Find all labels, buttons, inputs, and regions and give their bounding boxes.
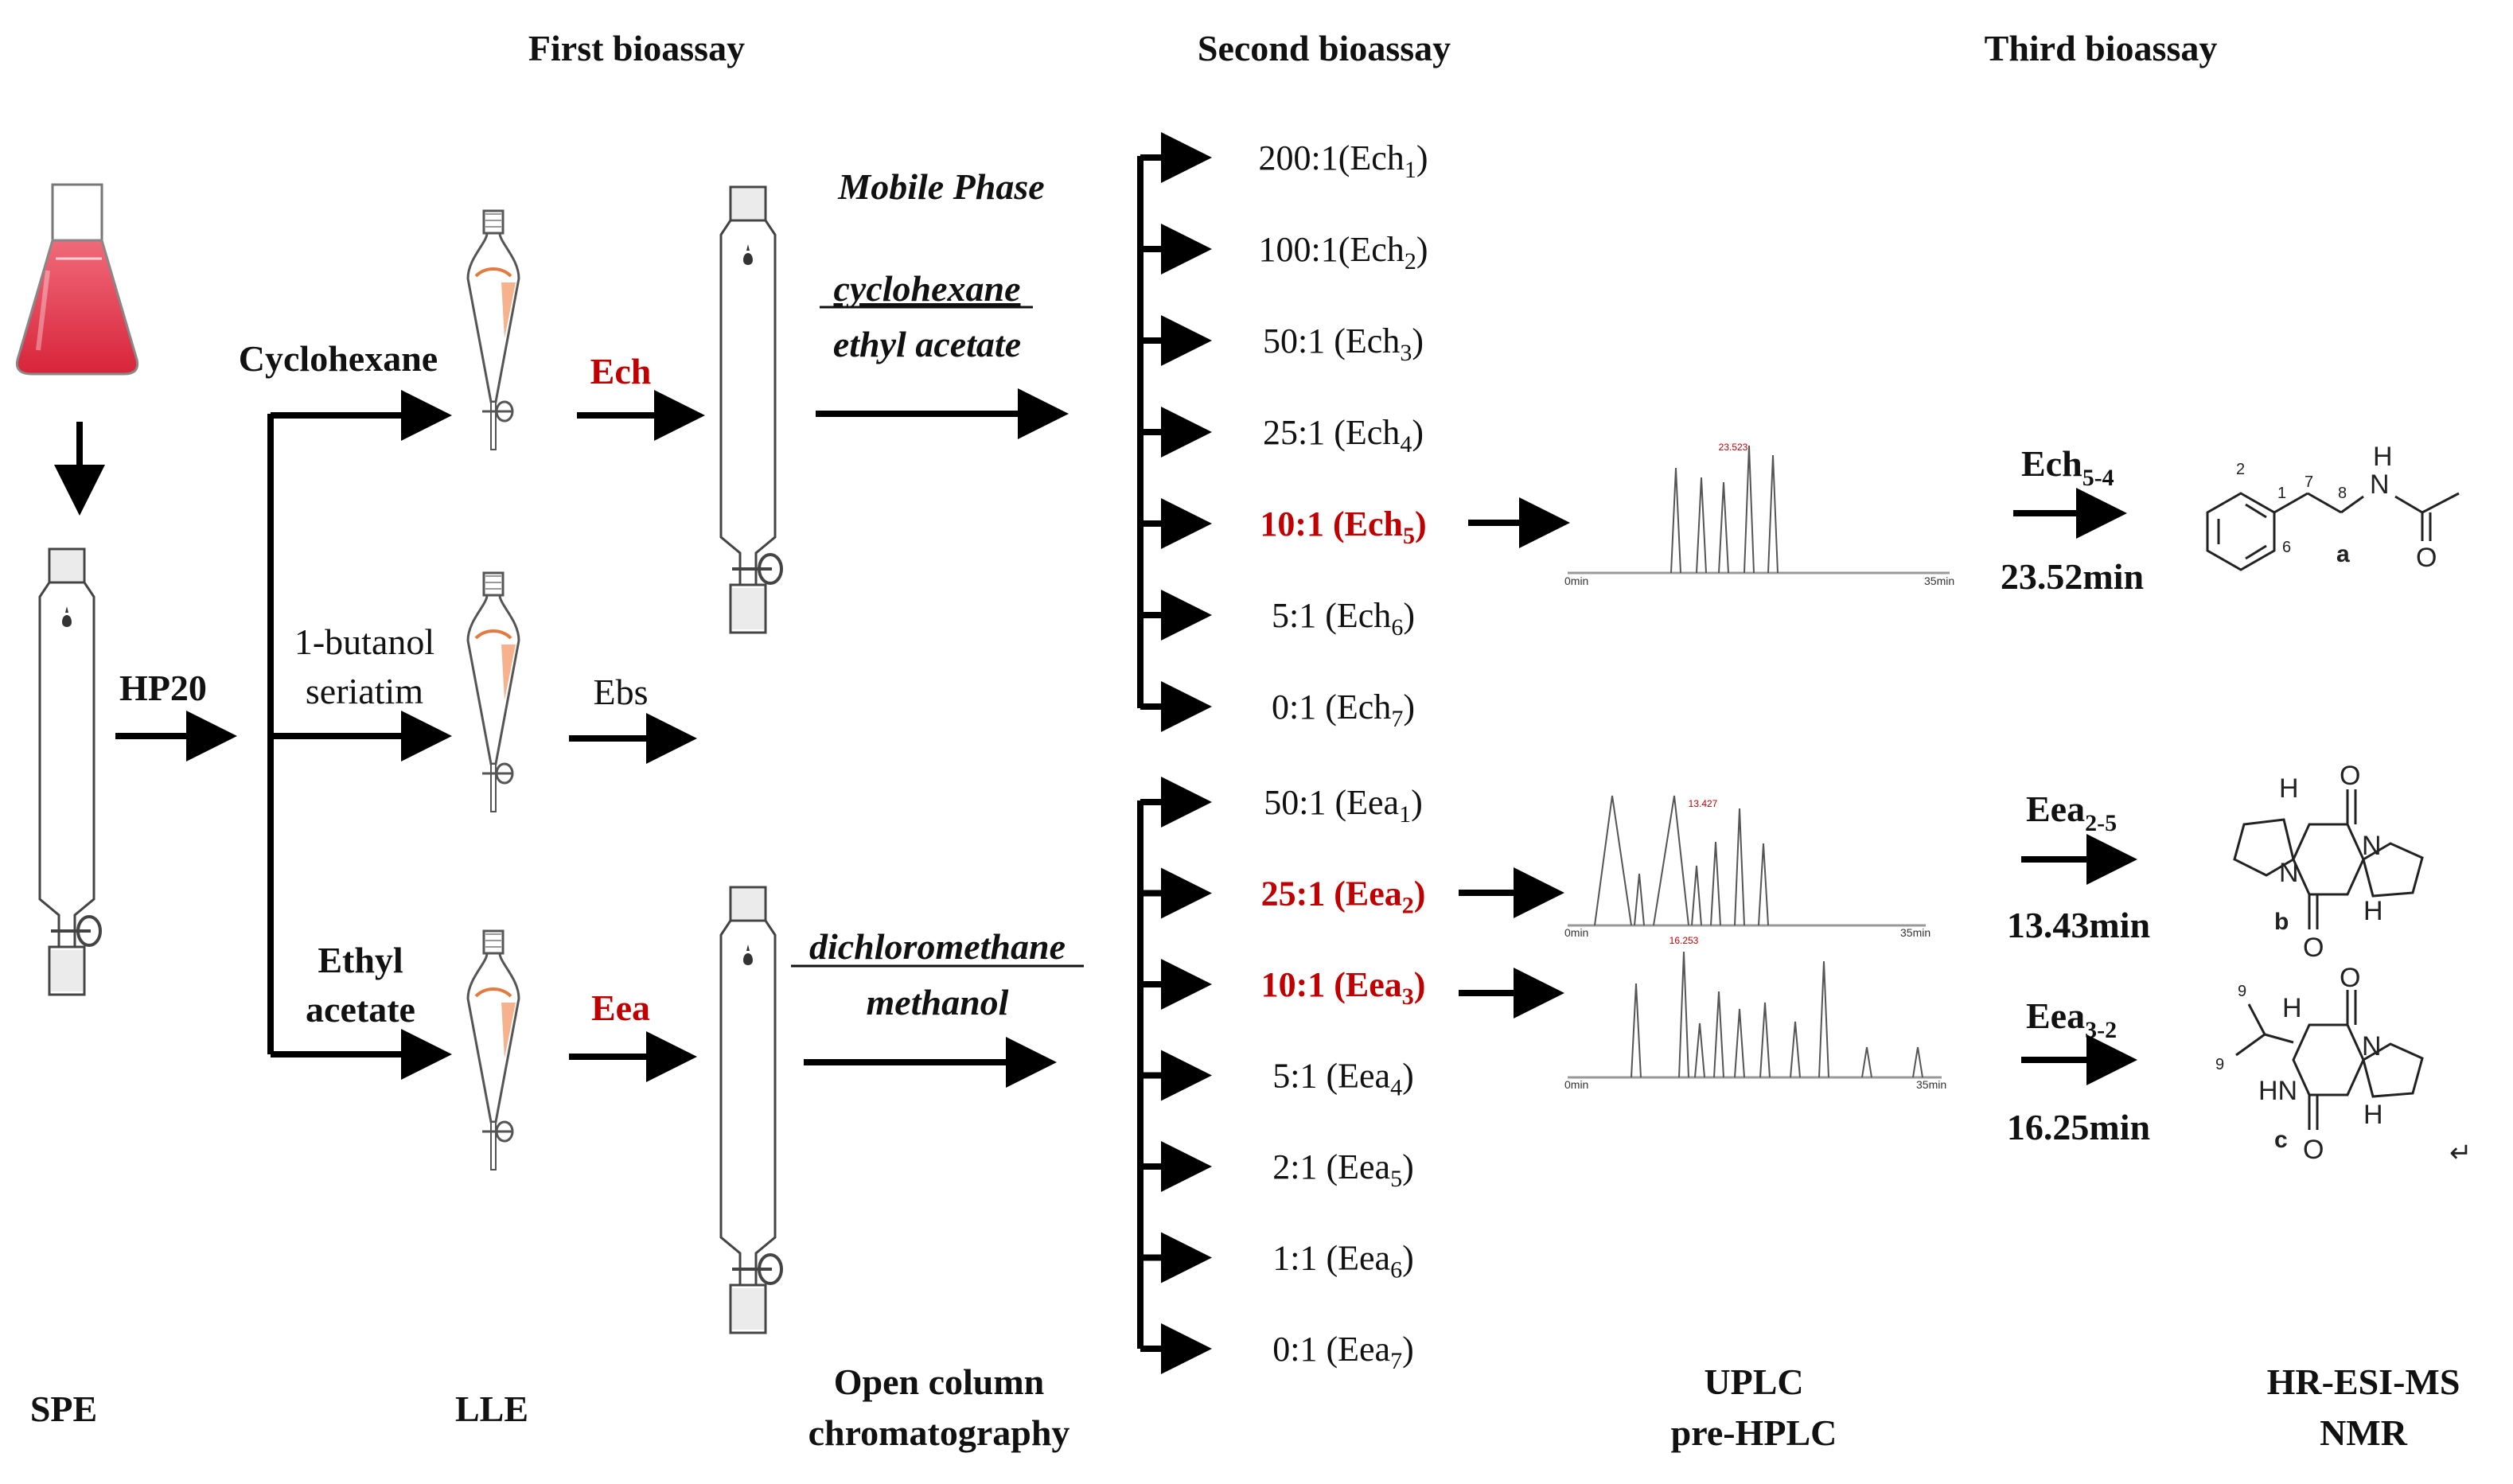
separatory-funnel-icon: [466, 929, 520, 1171]
compound-c-label: Eea3-2 16.25min: [2007, 995, 2150, 1147]
ech-fraction-list: 200:1(Ech1) 100:1(Ech2) 50:1 (Ech3) 25:1 (E…: [1140, 132, 1428, 732]
svg-text:Eea3-2: Eea3-2: [2026, 995, 2117, 1043]
fraction-label: 100:1(Ech2): [1259, 230, 1428, 275]
structure-c-label: c: [2274, 1127, 2288, 1153]
extract-ebs: Ebs: [594, 672, 649, 712]
fraction-label: 10:1 (Ech5): [1260, 504, 1426, 549]
atom-o: O: [2303, 933, 2324, 963]
chromatogram-end-label: 35min: [1900, 926, 1931, 939]
fraction-label: 200:1(Ech1): [1259, 138, 1428, 183]
return-mark: ↵: [2449, 1138, 2472, 1168]
atom-o: O: [2340, 963, 2360, 993]
step-uplc-line2: pre-HPLC: [1671, 1412, 1837, 1453]
atom-h: H: [2279, 773, 2299, 804]
chromatogram-end-label: 35min: [1924, 575, 1954, 587]
fraction-label: 5:1 (Ech6): [1272, 596, 1415, 641]
fraction-label: 1:1 (Eea6): [1272, 1239, 1413, 1283]
svg-text:7: 7: [2305, 473, 2313, 491]
open-column-icon: [719, 185, 783, 634]
spe-column-icon: [38, 547, 102, 996]
open-column-icon: [719, 886, 783, 1334]
solvent-butanol-line1: 1-butanol: [294, 621, 434, 662]
chromatogram-start-label: 0min: [1564, 1078, 1588, 1091]
resin-label: HP20: [119, 668, 207, 708]
chromatogram-ech5: 23.523 0min 35min: [1564, 442, 1954, 587]
svg-text:1: 1: [2277, 485, 2286, 502]
erlenmeyer-flask-icon: [15, 183, 139, 376]
step-spe: SPE: [30, 1389, 97, 1429]
structure-a-label: a: [2336, 541, 2350, 567]
eea-fraction-list: 50:1 (Eea1) 25:1 (Eea2) 10:1 (Eea3) 5:1 (Ee…: [1140, 777, 1426, 1374]
fraction-label: 5:1 (Eea4): [1272, 1057, 1413, 1101]
fraction-label: 2:1 (Eea5): [1272, 1147, 1413, 1192]
mobile-phase-title: Mobile Phase: [837, 166, 1044, 207]
solvent-butanol-line2: seriatim: [306, 671, 423, 711]
step-ms-line1: HR-ESI-MS: [2267, 1361, 2460, 1402]
atom-h: H: [2363, 896, 2383, 926]
atom-n: N: [2362, 831, 2382, 861]
step-occ-line1: Open column: [834, 1361, 1045, 1402]
structure-b: [2233, 789, 2424, 929]
svg-text:Ech5-4: Ech5-4: [2021, 443, 2114, 491]
chromatogram-start-label: 0min: [1564, 926, 1588, 939]
extract-ech: Ech: [590, 351, 652, 391]
svg-text:23.52min: 23.52min: [2001, 556, 2144, 597]
fraction-label: 25:1 (Eea2): [1261, 874, 1426, 919]
fraction-label: 50:1 (Eea1): [1264, 783, 1422, 828]
solvent-cyclohexane: Cyclohexane: [239, 338, 438, 379]
atom-h: H: [2363, 1100, 2383, 1130]
step-uplc-line1: UPLC: [1704, 1361, 1803, 1402]
mobile-phase-cyclohexane: cyclohexane: [833, 268, 1020, 309]
mobile-phase-dichloromethane: dichloromethane: [809, 926, 1066, 967]
atom-h: H: [2373, 442, 2393, 472]
structure-c: [2235, 990, 2424, 1130]
structure-a: [2206, 492, 2460, 571]
step-lle: LLE: [455, 1389, 528, 1429]
fraction-label: 0:1 (Eea7): [1272, 1330, 1413, 1374]
header-second-bioassay: Second bioassay: [1198, 28, 1451, 68]
chromatogram-eea2: 13.427 0min 35min: [1564, 795, 1931, 939]
separatory-funnel-icon: [466, 209, 520, 451]
atom-o: O: [2303, 1135, 2324, 1165]
chromatogram-peak-label: 23.523: [1719, 442, 1748, 453]
separatory-funnel-icon: [466, 571, 520, 813]
fraction-label: 10:1 (Eea3): [1261, 965, 1426, 1010]
chromatogram-start-label: 0min: [1564, 575, 1588, 587]
chromatogram-eea3: 16.253 0min 35min: [1564, 935, 1946, 1091]
fraction-label: 50:1 (Ech3): [1263, 321, 1424, 366]
svg-text:2: 2: [2236, 461, 2245, 478]
chromatogram-peak-label: 13.427: [1689, 798, 1718, 809]
structure-b-label: b: [2274, 909, 2289, 935]
atom-hn: HN: [2258, 1076, 2297, 1106]
solvent-ethyl-line1: Ethyl: [318, 940, 403, 980]
solvent-ethyl-line2: acetate: [306, 989, 415, 1030]
header-first-bioassay: First bioassay: [528, 28, 745, 68]
svg-text:6: 6: [2282, 539, 2291, 556]
svg-text:9: 9: [2215, 1056, 2224, 1073]
svg-text:9: 9: [2238, 983, 2246, 1000]
atom-o: O: [2340, 761, 2360, 791]
atom-h: H: [2282, 993, 2302, 1023]
svg-text:Eea2-5: Eea2-5: [2026, 789, 2117, 836]
atom-n: N: [2370, 469, 2390, 500]
atom-o: O: [2416, 543, 2437, 573]
fraction-label: 25:1 (Ech4): [1263, 413, 1424, 458]
atom-n: N: [2279, 858, 2299, 888]
mobile-phase-ethyl-acetate: ethyl acetate: [833, 324, 1021, 364]
fraction-label: 0:1 (Ech7): [1272, 687, 1415, 732]
svg-text:16.25min: 16.25min: [2007, 1107, 2150, 1147]
svg-text:13.43min: 13.43min: [2007, 905, 2150, 945]
chromatogram-peak-label: 16.253: [1669, 935, 1699, 946]
extract-eea: Eea: [591, 987, 650, 1028]
header-third-bioassay: Third bioassay: [1985, 28, 2218, 68]
svg-text:8: 8: [2338, 485, 2347, 502]
compound-b-label: Eea2-5 13.43min: [2007, 789, 2150, 945]
atom-n: N: [2362, 1031, 2382, 1061]
step-occ-line2: chromatography: [808, 1412, 1070, 1453]
mobile-phase-methanol: methanol: [867, 982, 1009, 1022]
step-ms-line2: NMR: [2320, 1412, 2408, 1453]
compound-a-label: Ech5-4 23.52min: [2001, 443, 2144, 597]
chromatogram-end-label: 35min: [1916, 1078, 1946, 1091]
